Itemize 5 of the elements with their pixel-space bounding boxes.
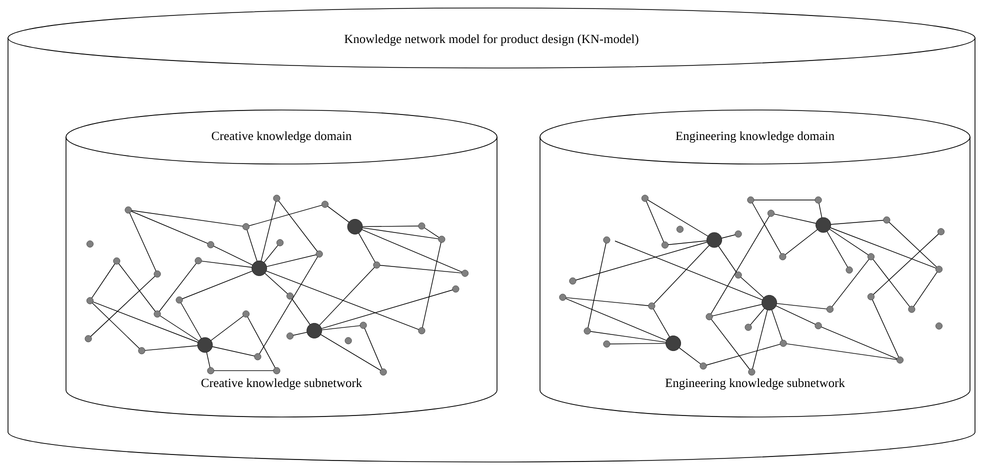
cylinder: Creative knowledge domain Creative knowledge subnetwork bbox=[66, 110, 498, 418]
node-label: Engineering knowledge subnetwork bbox=[665, 378, 845, 390]
node-label: Knowledge network model for product design (KN-model) bbox=[344, 34, 638, 46]
node-label: Engineering knowledge domain bbox=[676, 131, 834, 143]
cylinder: Engineering knowledge domain Engineering knowledge subnetwork bbox=[540, 110, 970, 418]
